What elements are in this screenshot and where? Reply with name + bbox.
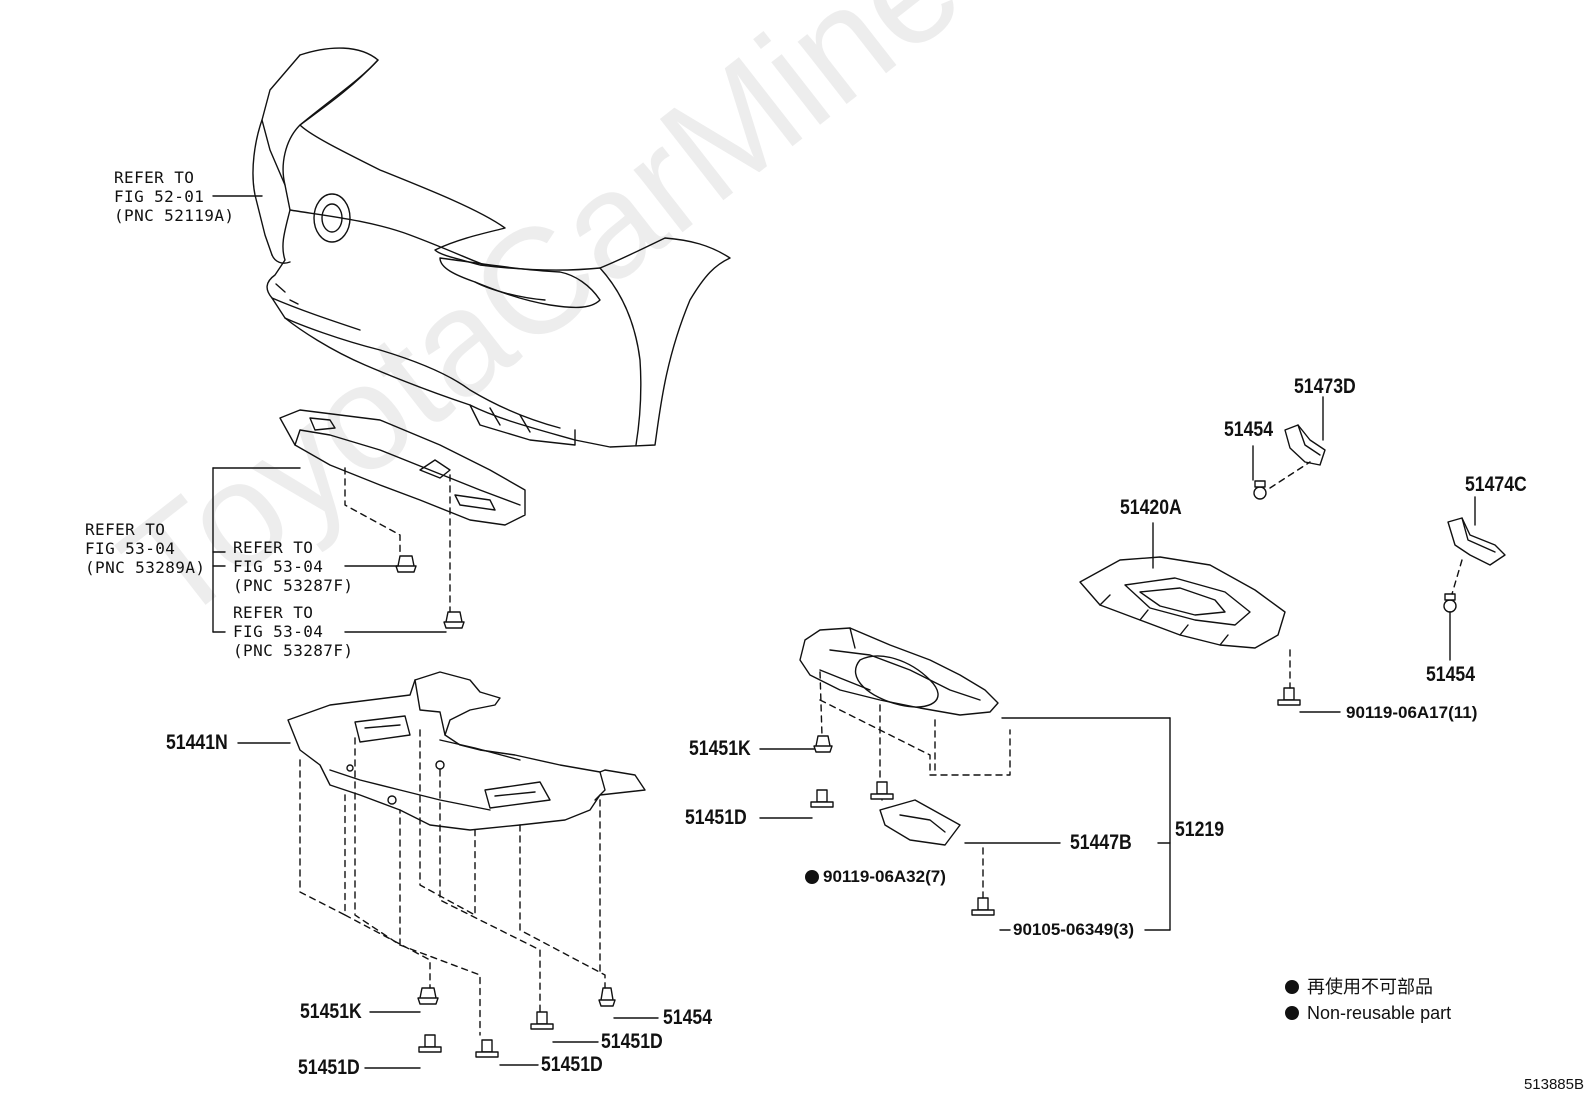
fasteners [395, 480, 1457, 1058]
ref-clip1-2: FIG 53-04 [233, 557, 324, 576]
part-51451D-left[interactable]: 51451D [298, 1056, 360, 1079]
part-51451K-center[interactable]: 51451K [689, 737, 751, 760]
part-51451D-mid[interactable]: 51451D [541, 1053, 603, 1076]
under-cover-51219-drawing [799, 627, 999, 846]
part-51219[interactable]: 51219 [1175, 818, 1225, 841]
ref-clip2-2: FIG 53-04 [233, 622, 324, 641]
ref-bumper-2: FIG 52-01 [114, 187, 205, 206]
under-cover-51441N-drawing [287, 671, 646, 831]
ref-bumper-3: (PNC 52119A) [114, 206, 235, 225]
legend-en-text: Non-reusable part [1307, 1003, 1452, 1023]
ref-clip2-1: REFER TO [233, 603, 314, 622]
ref-clip1-1: REFER TO [233, 538, 314, 557]
part-51451D-center[interactable]: 51451D [685, 806, 747, 829]
part-51451D-right[interactable]: 51451D [601, 1030, 663, 1053]
legend-dot-icon [1285, 980, 1299, 994]
part-51454-right[interactable]: 51454 [1426, 663, 1476, 686]
legend-english: Non-reusable part [1285, 1002, 1451, 1024]
part-90119-06A17[interactable]: 90119-06A17(11) [1346, 703, 1477, 723]
part-90119-06A17-qty: (11) [1448, 703, 1478, 722]
part-51454-bottom[interactable]: 51454 [663, 1006, 713, 1029]
front-bumper-drawing [252, 47, 731, 448]
part-51441N[interactable]: 51441N [166, 731, 228, 754]
figure-code: 513885B [1523, 1076, 1584, 1093]
part-90105-06349[interactable]: 90105-06349(3) [1013, 920, 1134, 940]
ref-bumper-1: REFER TO [114, 168, 195, 187]
part-51451K-left[interactable]: 51451K [300, 1000, 362, 1023]
ref-clip1-3: (PNC 53287F) [233, 576, 354, 595]
ref-cover-2: FIG 53-04 [85, 539, 176, 558]
bumper-lower-cover-drawing [279, 409, 526, 526]
ref-cover-3: (PNC 53289A) [85, 558, 206, 577]
bracket-51474C-drawing [1447, 517, 1506, 566]
part-90119-06A32[interactable]: 90119-06A32(7) [823, 867, 946, 887]
part-51420A[interactable]: 51420A [1120, 496, 1182, 519]
under-cover-51420A-drawing [1079, 556, 1286, 649]
part-51474C[interactable]: 51474C [1465, 473, 1527, 496]
part-90119-06A32-qty: (7) [925, 867, 946, 886]
legend-jp-text: 再使用不可部品 [1307, 977, 1433, 997]
legend-japanese: 再使用不可部品 [1285, 976, 1433, 998]
part-51447B[interactable]: 51447B [1070, 831, 1132, 854]
part-90105-06349-number: 90105-06349 [1013, 920, 1114, 939]
part-90105-06349-qty: (3) [1113, 920, 1134, 939]
dashed-lines [299, 461, 1463, 1036]
leader-lines [212, 195, 1476, 1069]
ref-cover-1: REFER TO [85, 520, 166, 539]
ref-clip2-3: (PNC 53287F) [233, 641, 354, 660]
bracket-51473D-drawing [1284, 424, 1326, 466]
part-51473D[interactable]: 51473D [1294, 375, 1356, 398]
legend-dot-icon [1285, 1006, 1299, 1020]
part-90119-06A17-number: 90119-06A17 [1346, 703, 1449, 722]
non-reusable-dot [805, 870, 819, 884]
part-51454-top[interactable]: 51454 [1224, 418, 1274, 441]
part-90119-06A32-number: 90119-06A32 [823, 867, 926, 886]
